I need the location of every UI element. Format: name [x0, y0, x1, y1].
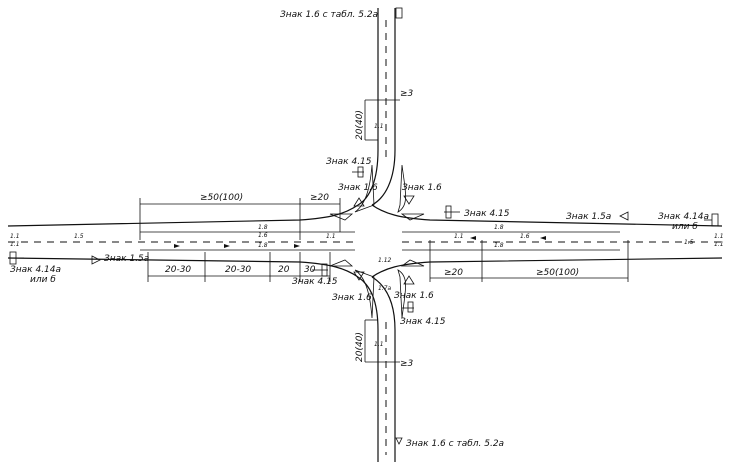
- mark-11-e: 1.1: [714, 233, 724, 240]
- nw-415-icon: [352, 166, 364, 178]
- dim-top-len: 20(40): [355, 110, 365, 140]
- lane-arrows: [174, 236, 546, 248]
- label-left-15a: Знак 1.5а: [104, 254, 149, 264]
- mark-11-a: 1.1: [10, 233, 20, 240]
- sign-labels: Знак 1.6 с табл. 5.2а Знак 1.6 с табл. 5…: [10, 10, 709, 449]
- dim-right-short: ≥20: [444, 268, 463, 278]
- label-sw-16: Знак 1.6: [332, 293, 372, 303]
- se-16-triangle-icon: [403, 275, 415, 285]
- mark-11-bottom: 1.1: [374, 341, 384, 348]
- label-right-or: или б: [672, 222, 698, 232]
- mark-18-b: 1.8: [258, 242, 268, 249]
- mark-17a: 1.7а: [378, 285, 392, 292]
- mark-112: 1.12: [378, 257, 392, 264]
- right-414-icon: [704, 213, 719, 227]
- label-bottom-sign: Знак 1.6 с табл. 5.2а: [406, 439, 504, 449]
- label-se-16: Знак 1.6: [394, 291, 434, 301]
- left-15a-arrow-icon: [91, 255, 101, 265]
- marking-labels: 1.1 1.1 1.5 1.8 1.6 1.8 1.1 1.1 1.8 1.6 …: [10, 123, 724, 348]
- mark-18-a: 1.8: [258, 224, 268, 231]
- label-right-414: Знак 4.14а: [658, 212, 709, 222]
- label-ne-415: Знак 4.15: [464, 209, 510, 219]
- mark-16-b: 1.6: [520, 233, 530, 240]
- lane-markings: [8, 20, 722, 455]
- dim-left-short: ≥20: [310, 193, 329, 203]
- nw-16-triangle-icon: [353, 197, 365, 207]
- right-15a-arrow-icon: [619, 211, 629, 221]
- mark-11-f: 1.1: [714, 241, 724, 248]
- dimension-labels: ≥50(100) ≥20 20-30 20-30 20 30 ≥20 ≥50(1…: [165, 89, 579, 369]
- bottom-sign-icon: [395, 437, 403, 445]
- label-sw-415: Знак 4.15: [292, 277, 338, 287]
- dim-left-long: ≥50(100): [200, 193, 243, 203]
- label-nw-16: Знак 1.6: [338, 183, 378, 193]
- main-road-edges: [7, 204, 723, 278]
- dim-bottom-ge3: ≥3: [400, 359, 414, 369]
- label-left-or: или б: [30, 275, 56, 285]
- sw-16-triangle-icon: [353, 271, 365, 281]
- dim-seg1: 20-30: [165, 265, 191, 275]
- mark-15-a: 1.5: [74, 233, 84, 240]
- ne-415-icon: [444, 205, 460, 219]
- label-ne-16: Знак 1.6: [402, 183, 442, 193]
- dim-seg3: 20: [278, 265, 290, 275]
- dim-right-long: ≥50(100): [536, 268, 579, 278]
- label-left-414: Знак 4.14а: [10, 265, 61, 275]
- mark-18-d: 1.8: [494, 242, 504, 249]
- islands: [329, 164, 425, 319]
- label-nw-415: Знак 4.15: [326, 157, 372, 167]
- cross-road-edges: [357, 8, 396, 462]
- left-414-icon: [9, 251, 24, 265]
- dim-bottom-len: 20(40): [355, 332, 365, 362]
- mark-11-top: 1.1: [374, 123, 384, 130]
- mark-15-b: 1.5: [684, 239, 694, 246]
- dim-top-ge3: ≥3: [400, 89, 414, 99]
- ne-16-triangle-icon: [403, 195, 415, 205]
- dim-seg2: 20-30: [225, 265, 251, 275]
- label-se-415: Знак 4.15: [400, 317, 446, 327]
- mark-11-b: 1.1: [10, 241, 20, 248]
- sign-symbols: [9, 7, 719, 445]
- top-sign-icon: [395, 7, 403, 19]
- se-415-icon: [402, 301, 414, 313]
- sw-415-icon: [312, 263, 328, 277]
- mark-18-c: 1.8: [494, 224, 504, 231]
- dim-seg4: 30: [304, 265, 316, 275]
- label-right-15a: Знак 1.5а: [566, 212, 611, 222]
- mark-11-d: 1.1: [454, 233, 464, 240]
- label-top-sign: Знак 1.6 с табл. 5.2а: [280, 10, 378, 20]
- dimension-frames: [139, 99, 629, 363]
- mark-16-a: 1.6: [258, 232, 268, 239]
- mark-11-c: 1.1: [326, 233, 336, 240]
